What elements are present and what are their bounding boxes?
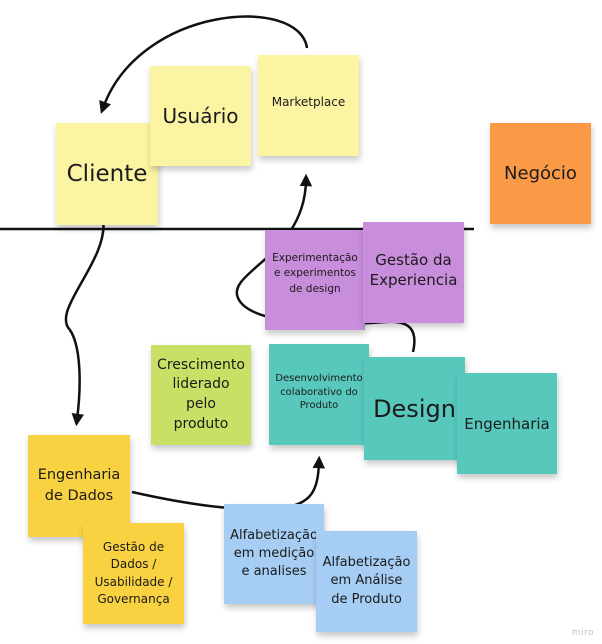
note-crescimento[interactable]: Crescimento liderado pelo produto — [151, 345, 251, 445]
miro-watermark: miro — [571, 628, 594, 638]
note-usuario[interactable]: Usuário — [150, 66, 251, 166]
note-engenharia[interactable]: Engenharia — [457, 373, 557, 474]
note-experimentacao[interactable]: Experimentação e experimentos de design — [265, 230, 365, 330]
note-engenharia-dados[interactable]: Engenharia de Dados — [28, 435, 130, 537]
note-alfabetizacao-medicao[interactable]: Alfabetização em medição e analises — [224, 504, 324, 604]
arrow-cliente-to-engenharia-dados — [64, 217, 105, 427]
arrow-engenharia-dados-to-desenvolvimento — [131, 455, 326, 511]
note-negocio[interactable]: Negócio — [490, 123, 591, 224]
arrow-marketplace-to-cliente — [99, 15, 309, 114]
note-gestao-experiencia[interactable]: Gestão da Experiencia — [363, 222, 464, 323]
note-cliente[interactable]: Cliente — [56, 123, 158, 225]
note-marketplace[interactable]: Marketplace — [258, 55, 359, 156]
note-desenvolvimento[interactable]: Desenvolvimento colaborativo do Produto — [269, 344, 369, 445]
note-design[interactable]: Design — [364, 357, 465, 460]
note-alfabetizacao-analise[interactable]: Alfabetização em Análise de Produto — [316, 531, 417, 632]
note-gestao-dados[interactable]: Gestão de Dados / Usabilidade / Governan… — [83, 523, 184, 624]
